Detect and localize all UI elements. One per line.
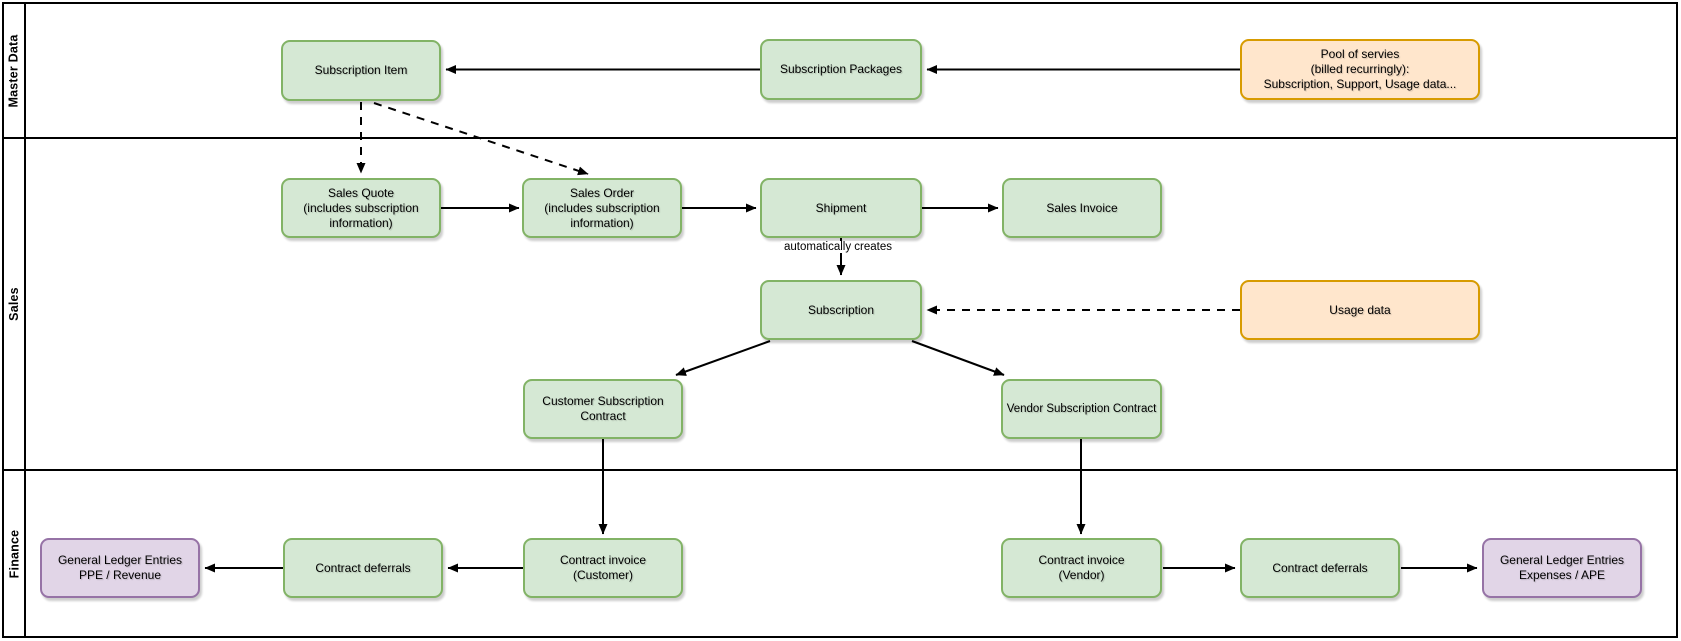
lane-divider-sales-finance [2,469,1678,471]
node-gl-expenses-ape: General Ledger Entries Expenses / APE [1482,538,1642,598]
lane-label-master-data: Master Data [4,4,24,137]
lane-label-text: Sales [7,287,22,321]
node-vendor-subscription-contract: Vendor Subscription Contract [1001,379,1162,439]
node-subscription-item: Subscription Item [281,40,441,101]
edge-label-automatically-creates: automatically creates [780,241,896,253]
node-usage-data: Usage data [1240,280,1480,340]
lane-label-divider [24,2,26,638]
node-contract-deferrals-vendor: Contract deferrals [1240,538,1400,598]
lane-label-finance: Finance [4,471,24,636]
node-contract-deferrals-customer: Contract deferrals [283,538,443,598]
lane-divider-masterdata-sales [2,137,1678,139]
node-pool-of-services: Pool of servies (billed recurringly): Su… [1240,39,1480,100]
node-gl-ppe-revenue: General Ledger Entries PPE / Revenue [40,538,200,598]
node-shipment: Shipment [760,178,922,238]
node-subscription: Subscription [760,280,922,340]
lane-label-sales: Sales [4,139,24,469]
node-sales-invoice: Sales Invoice [1002,178,1162,238]
node-contract-invoice-customer: Contract invoice (Customer) [523,538,683,598]
node-sales-quote: Sales Quote (includes subscription infor… [281,178,441,238]
node-subscription-packages: Subscription Packages [760,39,922,100]
node-contract-invoice-vendor: Contract invoice (Vendor) [1001,538,1162,598]
node-customer-subscription-contract: Customer Subscription Contract [523,379,683,439]
lane-label-text: Finance [7,529,22,578]
node-sales-order: Sales Order (includes subscription infor… [522,178,682,238]
lane-label-text: Master Data [7,33,21,108]
